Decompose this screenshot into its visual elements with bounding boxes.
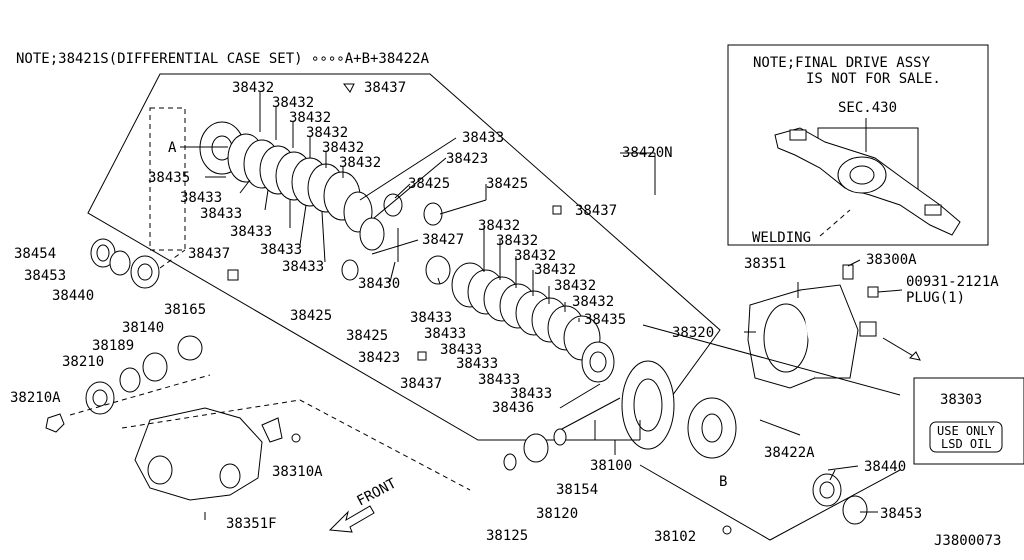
part-label: 38423: [446, 151, 488, 167]
part-label: 38210: [62, 354, 104, 370]
leader-lines: [180, 92, 921, 513]
part-label: 38440: [864, 459, 906, 475]
part-label: 38433: [260, 242, 302, 258]
companion-flange-parts: [45, 335, 211, 433]
part-label: 38303: [940, 392, 982, 408]
part-label: 38433: [180, 190, 222, 206]
part-label: 38432: [496, 233, 538, 249]
part-label: 38140: [122, 320, 164, 336]
clutch-pack-left: [199, 121, 373, 233]
cover-divider: [642, 324, 901, 396]
part-label: 38433: [230, 224, 272, 240]
part-label: 38310A: [272, 464, 323, 480]
part-label: 38120: [536, 506, 578, 522]
carrier-housing: [121, 399, 471, 520]
diagram-id: J3800073: [934, 533, 1001, 549]
part-label: 38436: [492, 400, 534, 416]
part-label: 38432: [306, 125, 348, 141]
note-final-drive-1: NOTE;FINAL DRIVE ASSY: [753, 55, 931, 71]
part-label: 38433: [410, 310, 452, 326]
lsd-oil-box: [913, 377, 1024, 465]
part-label: 38425: [486, 176, 528, 192]
part-label: 38300A: [866, 252, 917, 268]
part-label: 38432: [322, 140, 364, 156]
part-label: 38154: [556, 482, 598, 498]
part-label: 38433: [462, 130, 504, 146]
clip-icon: [343, 83, 355, 93]
part-label: 38437: [364, 80, 406, 96]
part-label: 38433: [510, 386, 552, 402]
label-welding: WELDING: [752, 230, 811, 246]
part-label: 38433: [440, 342, 482, 358]
part-label: 38430: [358, 276, 400, 292]
clutch-pack-right: [451, 262, 615, 383]
part-label: 38432: [554, 278, 596, 294]
part-label: 38125: [486, 528, 528, 544]
rear-cover: [747, 264, 879, 389]
part-label: 38427: [422, 232, 464, 248]
front-arrow: [328, 505, 375, 533]
part-label: 38435: [584, 312, 626, 328]
part-label: 38423: [358, 350, 400, 366]
part-label: 38433: [456, 356, 498, 372]
use-only-text: USE ONLY: [937, 424, 996, 438]
part-label: 38433: [424, 326, 466, 342]
part-label: 38351: [744, 256, 786, 272]
part-label: 38432: [514, 248, 556, 264]
part-label: 38433: [282, 259, 324, 275]
part-label: 38425: [290, 308, 332, 324]
differential-case-outline: [87, 73, 721, 441]
part-label: 38432: [478, 218, 520, 234]
part-label: 38100: [590, 458, 632, 474]
part-label: 38165: [164, 302, 206, 318]
part-label: 00931-2121A: [906, 274, 999, 290]
part-label: 38433: [478, 372, 520, 388]
part-labels: 38432 38432 38432 38432 38432 38432 3843…: [10, 80, 1001, 549]
part-label: 38320: [672, 325, 714, 341]
part-label: 38351F: [226, 516, 277, 532]
side-bearings-left: [90, 238, 186, 289]
part-label: 38432: [339, 155, 381, 171]
part-label: 38425: [408, 176, 450, 192]
part-label: 38437: [575, 203, 617, 219]
note-final-drive-2: IS NOT FOR SALE.: [806, 71, 941, 87]
part-label: 38437: [400, 376, 442, 392]
part-label: 38454: [14, 246, 56, 262]
final-drive-box: [727, 44, 989, 246]
label-sec430: SEC.430: [838, 100, 897, 116]
final-drive-axle-illustration: [774, 118, 961, 237]
part-label: 38189: [92, 338, 134, 354]
part-label: 38453: [24, 268, 66, 284]
part-label: 38432: [272, 95, 314, 111]
part-label: 38420N: [622, 145, 673, 161]
part-label: 38433: [200, 206, 242, 222]
part-label: 38102: [654, 529, 696, 545]
part-label: 38425: [346, 328, 388, 344]
part-label: 38432: [534, 262, 576, 278]
pinion-gears: [227, 193, 562, 361]
letter-a: A: [168, 140, 177, 156]
part-label: 38432: [232, 80, 274, 96]
part-label: 38432: [289, 110, 331, 126]
letter-b: B: [719, 474, 727, 490]
front-label: FRONT: [354, 475, 399, 509]
note-case-set: NOTE;38421S(DIFFERENTIAL CASE SET) ∘∘∘∘A…: [16, 51, 430, 67]
part-label: 38453: [880, 506, 922, 522]
side-bearings-right: [722, 473, 868, 535]
label-plug: PLUG(1): [906, 290, 965, 306]
part-label: 38432: [572, 294, 614, 310]
part-label: 38435: [148, 170, 190, 186]
part-label: 38210A: [10, 390, 61, 406]
use-only-badge: [929, 421, 1003, 453]
part-label: 38440: [52, 288, 94, 304]
part-label: 38422A: [764, 445, 815, 461]
lower-right-outline: [639, 464, 901, 541]
part-label: 38437: [188, 246, 230, 262]
lsd-oil-text: LSD OIL: [941, 437, 992, 451]
ring-gear-and-pinion: [503, 360, 801, 471]
